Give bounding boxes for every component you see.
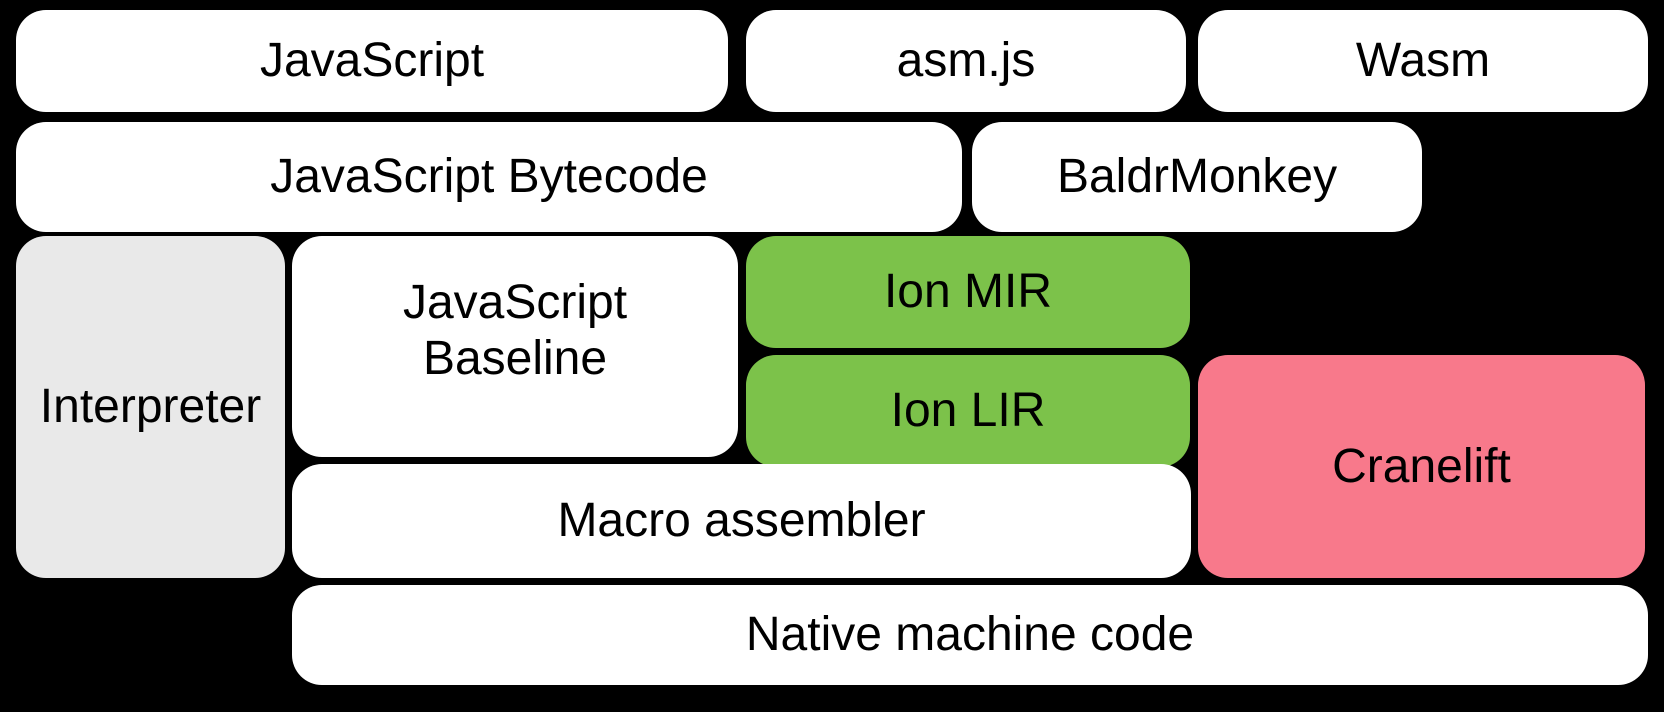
- node-cranelift-label: Cranelift: [1332, 439, 1511, 493]
- node-baldrmonkey-label: BaldrMonkey: [1056, 150, 1338, 204]
- node-interpreter-label: Interpreter: [39, 380, 262, 434]
- node-wasm: Wasm: [1198, 10, 1648, 112]
- node-wasm-label: Wasm: [1355, 34, 1491, 88]
- node-javascript-bytecode-label: JavaScript Bytecode: [270, 150, 708, 204]
- node-baldrmonkey: BaldrMonkey: [972, 122, 1422, 232]
- node-javascript-baseline: JavaScript Baseline: [292, 236, 738, 457]
- node-ion-lir: Ion LIR: [746, 355, 1190, 467]
- node-native-machine-code: Native machine code: [292, 585, 1648, 685]
- node-interpreter: Interpreter: [16, 236, 285, 578]
- node-ion-mir: Ion MIR: [746, 236, 1190, 348]
- node-asm-js: asm.js: [746, 10, 1186, 112]
- node-native-machine-code-label: Native machine code: [745, 608, 1195, 662]
- node-ion-mir-label: Ion MIR: [883, 265, 1053, 319]
- node-macro-assembler: Macro assembler: [292, 464, 1191, 578]
- node-javascript-bytecode: JavaScript Bytecode: [16, 122, 962, 232]
- node-asm-js-label: asm.js: [896, 34, 1036, 88]
- node-javascript: JavaScript: [16, 10, 728, 112]
- node-javascript-baseline-label: JavaScript Baseline: [402, 276, 628, 385]
- node-ion-lir-label: Ion LIR: [890, 384, 1046, 438]
- node-cranelift: Cranelift: [1198, 355, 1645, 578]
- node-macro-assembler-label: Macro assembler: [557, 494, 926, 548]
- node-javascript-label: JavaScript: [259, 34, 485, 88]
